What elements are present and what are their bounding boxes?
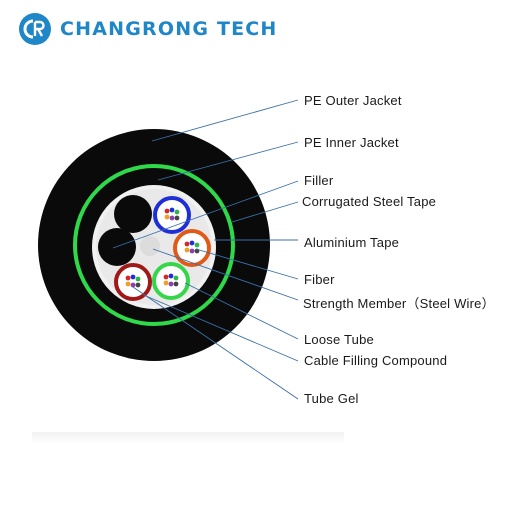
leader-tube-gel [132, 286, 299, 400]
label-corrugated-steel-tape: Corrugated Steel Tape [302, 194, 437, 209]
label-tube-gel: Tube Gel [304, 391, 359, 406]
leader-pe-outer-jacket [151, 99, 299, 142]
diagram-shadow [32, 432, 344, 444]
brand-header: CHANGRONG TECH [18, 12, 278, 46]
corrugated-steel-tape [73, 164, 235, 326]
leader-loose-tube [184, 282, 299, 340]
leader-filler [112, 180, 299, 249]
label-fiber: Fiber [304, 272, 335, 287]
label-pe-inner-jacket: PE Inner Jacket [304, 135, 399, 150]
filler-top-left [114, 195, 152, 233]
label-pe-outer-jacket: PE Outer Jacket [304, 93, 402, 108]
label-strength-member: Strength Member（Steel Wire） [303, 296, 495, 311]
brand-logo-icon [19, 13, 51, 45]
loose-tube-green [152, 262, 190, 300]
label-filler: Filler [304, 173, 334, 188]
label-aluminium-tape: Aluminium Tape [304, 235, 400, 250]
leader-lines [112, 99, 299, 400]
loose-tube-orange [173, 229, 211, 267]
label-loose-tube: Loose Tube [304, 332, 374, 347]
leader-corrugated-steel-tape [231, 201, 299, 223]
leader-cable-filling-compound [145, 295, 299, 362]
strength-member [140, 236, 160, 256]
leader-fiber [195, 248, 299, 280]
brand-name: CHANGRONG TECH [60, 18, 278, 40]
leader-pe-inner-jacket [157, 141, 299, 181]
loose-tube-red [114, 263, 152, 301]
label-cable-filling-compound: Cable Filling Compound [304, 353, 448, 368]
leader-strength-member [152, 248, 299, 301]
